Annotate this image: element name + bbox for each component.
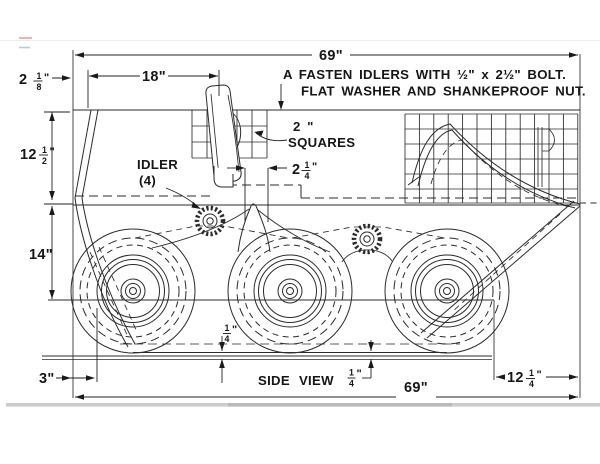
idler-count-label: (4) xyxy=(139,173,156,188)
track-top-dashed-2 xyxy=(291,226,446,239)
svg-text:1: 1 xyxy=(225,323,230,333)
drawing-text: 69" 18" 2 1 8 " 12 1 2 " 14" 3" 69" 12 1… xyxy=(19,48,586,396)
dim-ground-clearance-left: 1 4 " xyxy=(223,323,237,344)
dim-lower-body-height: 14" xyxy=(29,247,53,263)
svg-text:4: 4 xyxy=(225,334,230,344)
note-line-1: A FASTEN IDLERS WITH ½" x 2½" BOLT. xyxy=(283,67,566,82)
dim-ground-clearance-right: 1 4 " xyxy=(347,368,362,389)
svg-text:1: 1 xyxy=(37,71,42,81)
dim-cockpit: 18" xyxy=(142,69,166,85)
note-line-2: FLAT WASHER AND SHANKEPROOF NUT. xyxy=(301,84,586,99)
svg-text:1: 1 xyxy=(529,368,534,378)
dim-overall-top: 69" xyxy=(319,48,343,64)
svg-text:": " xyxy=(537,369,542,381)
svg-text:4: 4 xyxy=(529,379,534,389)
svg-text:2: 2 xyxy=(292,162,300,178)
svg-text:1: 1 xyxy=(349,368,354,378)
dim-sprocket-offset: 2 1 4 " xyxy=(292,160,317,181)
svg-text:": " xyxy=(232,324,237,336)
page-artifacts xyxy=(0,37,600,407)
svg-text:": " xyxy=(357,368,362,380)
rear-strut xyxy=(420,200,581,339)
dim-upper-body-height: 12 1 2 " xyxy=(20,145,55,166)
svg-text:12: 12 xyxy=(507,370,524,386)
seat-foot xyxy=(213,166,234,188)
svg-text:1: 1 xyxy=(305,160,310,170)
squares-leader-arrow xyxy=(255,132,288,142)
seat xyxy=(205,84,242,188)
dim-front-overhang: 2 1 8 " xyxy=(19,71,49,92)
idler-label: IDLER xyxy=(137,157,178,172)
svg-text:": " xyxy=(50,146,55,158)
svg-text:8: 8 xyxy=(37,82,42,92)
svg-text:4: 4 xyxy=(305,171,310,181)
dim-skid-setback: 3" xyxy=(39,371,55,387)
svg-text:1: 1 xyxy=(42,145,47,155)
vehicle-linework xyxy=(42,50,598,398)
squares-value-label: 2 " xyxy=(293,119,314,134)
view-title: SIDE VIEW xyxy=(258,373,334,388)
squares-word-label: SQUARES xyxy=(288,135,355,150)
track-top-dashed-1 xyxy=(134,225,289,239)
svg-text:2: 2 xyxy=(42,156,47,166)
dim-rear-overhang: 12 1 4 " xyxy=(507,368,542,389)
svg-text:12: 12 xyxy=(20,147,37,163)
svg-text:": " xyxy=(44,72,49,84)
svg-text:2: 2 xyxy=(19,72,27,88)
dimension-graphics xyxy=(44,52,578,400)
svg-text:4: 4 xyxy=(349,379,354,389)
rear-mesh-grid xyxy=(404,113,579,204)
svg-text:": " xyxy=(312,161,317,173)
dim-overall-bottom: 69" xyxy=(404,380,428,396)
